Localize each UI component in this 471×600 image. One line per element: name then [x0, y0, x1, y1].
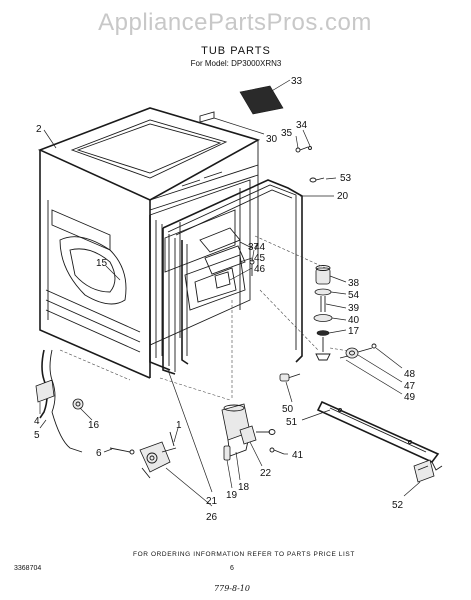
callout-44: 44 — [254, 242, 266, 253]
callout-30: 30 — [266, 134, 278, 145]
callout-39: 39 — [348, 303, 360, 314]
watermark: AppliancePartsPros.com — [98, 9, 372, 36]
callout-38: 38 — [348, 278, 360, 289]
tub-assembly — [37, 107, 261, 379]
part-30-clip — [199, 111, 215, 123]
callout-2: 2 — [36, 124, 42, 135]
part-38-stack — [313, 265, 333, 361]
model-line: For Model: DP3000XRN3 — [191, 59, 282, 68]
callout-47: 47 — [404, 381, 416, 392]
callout-4: 4 — [34, 416, 40, 427]
page-title: TUB PARTS — [201, 45, 271, 57]
part-1-screw — [169, 431, 175, 447]
callout-33: 33 — [291, 76, 303, 87]
callout-labels: 2 33 30 35 34 53 20 44 45 46 37 15 38 54… — [34, 76, 416, 523]
callout-26: 26 — [206, 512, 218, 523]
part-26-valve — [139, 441, 177, 479]
part-51-hinge-bracket — [316, 400, 443, 471]
callout-20: 20 — [337, 191, 349, 202]
callout-45: 45 — [254, 253, 266, 264]
callout-5: 5 — [34, 430, 40, 441]
callout-35: 35 — [281, 128, 293, 139]
callout-53: 53 — [340, 173, 352, 184]
page-number: 6 — [230, 565, 234, 572]
callout-18: 18 — [238, 482, 250, 493]
part-52-bracket — [413, 459, 435, 483]
callout-52: 52 — [392, 500, 404, 511]
part-19-screw — [223, 445, 231, 461]
callout-16: 16 — [88, 420, 100, 431]
callout-22: 22 — [260, 468, 272, 479]
callout-37: 37 — [248, 242, 260, 253]
part-34-35-fasteners — [295, 146, 312, 153]
parts-47-49-hinge — [339, 343, 377, 359]
callout-21: 21 — [206, 496, 218, 507]
door-gasket — [162, 179, 303, 375]
handwritten-note: 779-8-10 — [214, 584, 250, 593]
part-41-screw — [269, 447, 285, 455]
callout-40: 40 — [348, 315, 360, 326]
callout-54: 54 — [348, 290, 360, 301]
parts-44-46-spray-support — [199, 227, 246, 289]
part-16-clip — [72, 398, 84, 410]
callout-6: 6 — [96, 448, 102, 459]
part-33-label — [239, 85, 284, 115]
callout-15: 15 — [96, 258, 108, 269]
document-number: 3368704 — [14, 565, 41, 572]
leader-lines — [39, 79, 421, 507]
part-50-screw — [279, 373, 301, 382]
callout-48: 48 — [404, 369, 416, 380]
callout-49: 49 — [404, 392, 416, 403]
parts-4-5-hose — [35, 349, 83, 453]
callout-19: 19 — [226, 490, 238, 501]
part-6-fitting — [109, 447, 135, 455]
part-53-screw — [309, 177, 325, 183]
callout-34: 34 — [296, 120, 308, 131]
callout-1: 1 — [176, 420, 182, 431]
ordering-info-footer: FOR ORDERING INFORMATION REFER TO PARTS … — [133, 551, 355, 558]
callout-41: 41 — [292, 450, 304, 461]
part-22-fitting — [239, 425, 276, 445]
callout-17: 17 — [348, 326, 360, 337]
callout-46: 46 — [254, 264, 266, 275]
callout-50: 50 — [282, 404, 294, 415]
callout-51: 51 — [286, 417, 298, 428]
